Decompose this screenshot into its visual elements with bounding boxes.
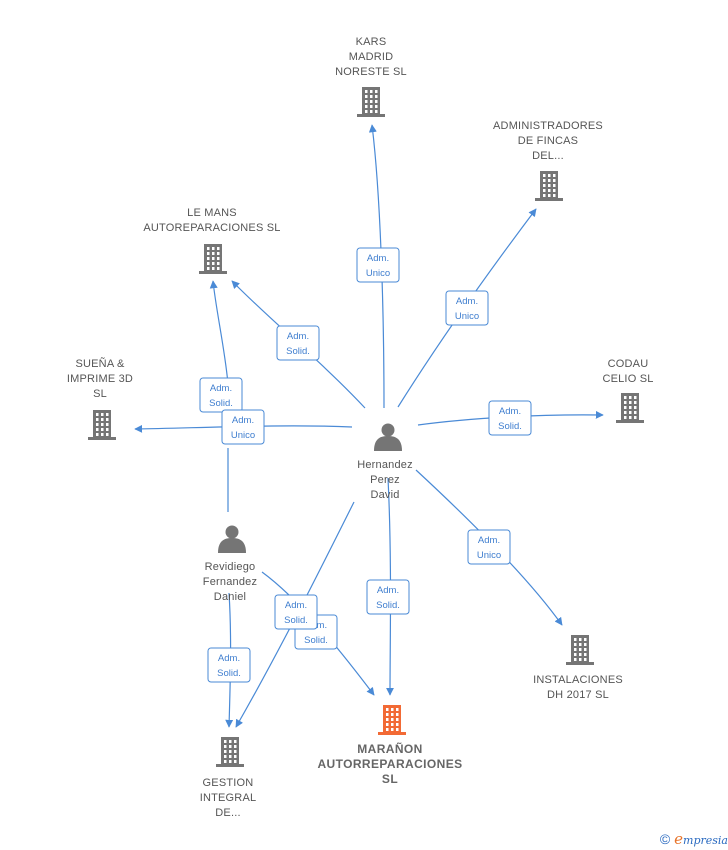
- edge-label-text: Unico: [477, 550, 501, 561]
- building-icon: [199, 244, 227, 274]
- node-label-lemans: LE MANS: [187, 207, 237, 219]
- edge-label-box: [199, 377, 243, 413]
- node-label-codau: CODAU: [608, 358, 649, 370]
- edge-label-box: [488, 400, 532, 436]
- node-label-instalaciones: INSTALACIONES: [533, 674, 623, 686]
- edge-label-text: Solid.: [286, 346, 310, 357]
- edge-label-box: [366, 579, 410, 615]
- edge-label-text: Adm.: [287, 331, 309, 342]
- node-label-revidiego: Revidiego: [205, 561, 256, 573]
- node-label-hernandez: Perez: [370, 474, 400, 486]
- edge-label-hernandez-kars[interactable]: Adm. Unico: [356, 247, 400, 283]
- person-icon: [218, 525, 246, 553]
- edge-label-text: Adm.: [210, 383, 232, 394]
- person-icon: [374, 423, 402, 451]
- node-label-maranon: AUTORREPARACIONES: [317, 757, 462, 771]
- edge-label-box: [445, 290, 489, 326]
- building-icon: [535, 171, 563, 201]
- node-label-suena: SL: [93, 388, 107, 400]
- edge-label-text: Solid.: [209, 398, 233, 409]
- edge-label-text: Solid.: [217, 668, 241, 679]
- edge-label-text: Adm.: [367, 253, 389, 264]
- node-label-lemans: AUTOREPARACIONES SL: [143, 222, 280, 234]
- building-icon: [616, 393, 644, 423]
- node-label-revidiego: Daniel: [214, 591, 246, 603]
- node-label-kars: NORESTE SL: [335, 66, 407, 78]
- edge-label-box: [221, 409, 265, 445]
- node-label-instalaciones: DH 2017 SL: [547, 689, 609, 701]
- edge-label-hernandez-maranon[interactable]: Adm. Solid.: [366, 579, 410, 615]
- edge-label-box: [207, 647, 251, 683]
- node-label-gestion: INTEGRAL: [200, 792, 257, 804]
- building-icon: [357, 87, 385, 117]
- node-label-gestion: GESTION: [203, 777, 254, 789]
- node-label-administradores: DE FINCAS: [518, 135, 578, 147]
- node-label-gestion: DE...: [215, 807, 240, 819]
- edge-label-text: Unico: [231, 430, 255, 441]
- building-icon: [378, 705, 406, 735]
- node-label-maranon: SL: [382, 772, 398, 786]
- node-label-kars: KARS: [356, 36, 387, 48]
- edge-label-text: Adm.: [285, 600, 307, 611]
- node-kars[interactable]: KARS MADRID NORESTE SL: [335, 36, 407, 117]
- edge-label-text: Adm.: [218, 653, 240, 664]
- edge-label-revidiego-gestion[interactable]: Adm. Solid.: [207, 647, 251, 683]
- building-icon: [216, 737, 244, 767]
- edge-revidiego-lemans: [209, 280, 229, 385]
- edge-label-box: [274, 594, 318, 630]
- node-label-administradores: ADMINISTRADORES: [493, 120, 603, 132]
- edge-label-text: Solid.: [376, 600, 400, 611]
- node-suena[interactable]: SUEÑA & IMPRIME 3D SL: [67, 357, 133, 440]
- edge-label-hernandez-suena[interactable]: Adm. Unico: [221, 409, 265, 445]
- node-gestion[interactable]: GESTION INTEGRAL DE...: [200, 737, 257, 819]
- node-label-hernandez: Hernandez: [357, 459, 413, 471]
- edge-label-text: Unico: [366, 268, 390, 279]
- edge-label-text: Adm.: [499, 406, 521, 417]
- node-label-codau: CELIO SL: [602, 373, 653, 385]
- node-label-revidiego: Fernandez: [203, 576, 257, 588]
- edge-label-hernandez-administradores[interactable]: Adm. Unico: [445, 290, 489, 326]
- node-administradores[interactable]: ADMINISTRADORES DE FINCAS DEL...: [493, 120, 603, 201]
- edge-label-text: Solid.: [498, 421, 522, 432]
- node-instalaciones[interactable]: INSTALACIONES DH 2017 SL: [533, 635, 623, 701]
- edge-label-box: [356, 247, 400, 283]
- brand-footer: ©empresia: [660, 830, 728, 848]
- node-label-hernandez: David: [370, 489, 399, 501]
- node-label-maranon: MARAÑON: [357, 741, 422, 756]
- edge-label-box: [276, 325, 320, 361]
- node-label-administradores: DEL...: [532, 150, 564, 162]
- edge-label-revidiego-lemans[interactable]: Adm. Solid.: [199, 377, 243, 413]
- edge-label-hernandez-gestion[interactable]: Adm. Solid.: [274, 594, 318, 630]
- node-lemans[interactable]: LE MANS AUTOREPARACIONES SL: [143, 207, 280, 274]
- edge-label-hernandez-codau[interactable]: Adm. Solid.: [488, 400, 532, 436]
- node-label-suena: SUEÑA &: [75, 357, 125, 370]
- edge-label-box: [467, 529, 511, 565]
- edge-label-text: Adm.: [232, 415, 254, 426]
- brand-initial: e: [674, 830, 684, 848]
- edge-label-text: Solid.: [284, 615, 308, 626]
- node-label-kars: MADRID: [349, 51, 394, 63]
- edge-label-text: Adm.: [478, 535, 500, 546]
- node-label-suena: IMPRIME 3D: [67, 373, 133, 385]
- edge-label-hernandez-lemans[interactable]: Adm. Solid.: [276, 325, 320, 361]
- building-icon: [566, 635, 594, 665]
- edge-label-hernandez-instalaciones[interactable]: Adm. Unico: [467, 529, 511, 565]
- brand-name: mpresia: [683, 834, 728, 847]
- copyright-icon: ©: [659, 831, 671, 847]
- edge-label-text: Unico: [455, 311, 479, 322]
- edge-label-text: Solid.: [304, 635, 328, 646]
- edge-label-text: Adm.: [377, 585, 399, 596]
- building-icon: [88, 410, 116, 440]
- node-codau[interactable]: CODAU CELIO SL: [602, 358, 653, 423]
- edge-label-text: Adm.: [456, 296, 478, 307]
